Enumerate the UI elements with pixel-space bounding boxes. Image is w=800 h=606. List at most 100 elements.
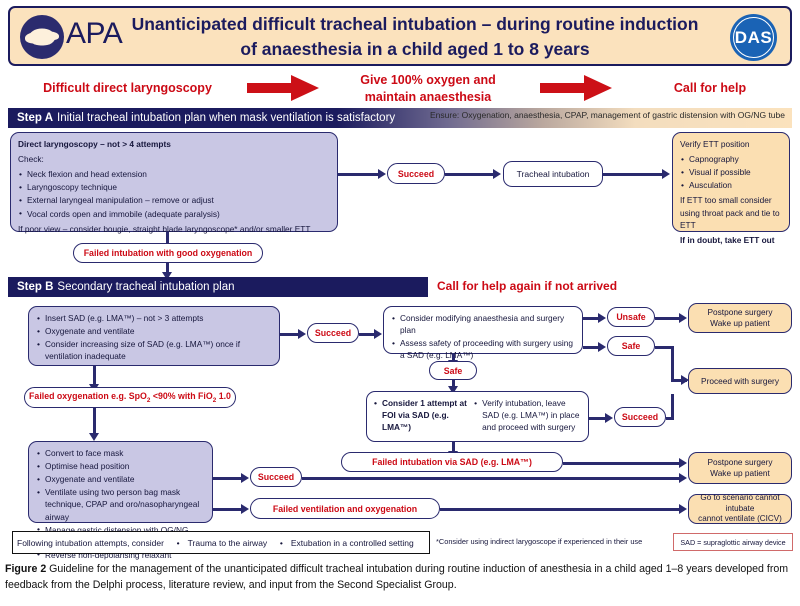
connector-fv-out [440, 508, 683, 511]
top-step-difficult-laryngoscopy: Difficult direct laryngoscopy [43, 81, 212, 95]
assess-safety-box: Consider modifying anaesthesia and surge… [383, 306, 583, 360]
list-item: Optimise head position [36, 460, 205, 473]
connector-safe-m2 [452, 380, 455, 389]
succeed-pill-b2: Succeed [614, 407, 666, 427]
connector-safe-r4 [671, 379, 687, 382]
verify-ett-note: If ETT too small consider using throat p… [680, 195, 780, 230]
arrowhead-fv-out [679, 504, 687, 514]
verify-ett-box: Verify ETT position Capnography Visual i… [672, 132, 790, 245]
step-a-ensure-note: Ensure: Oxygenation, anaesthesia, CPAP, … [430, 110, 785, 120]
laryngoscope-footnote: *Consider using indirect larygoscope if … [436, 537, 643, 546]
foi-via-sad-box: Consider 1 attempt at FOI via SAD (e.g. … [366, 391, 589, 442]
connector-foi-fail [452, 442, 455, 454]
list-item: Vocal cords open and immobile (adequate … [18, 207, 330, 220]
das-logo-text: DAS [734, 27, 773, 47]
caption-text: Guideline for the management of the unan… [5, 563, 789, 591]
red-arrow-icon-1 [247, 75, 319, 101]
foi-left-list: Consider 1 attempt at FOI via SAD (e.g. … [373, 396, 467, 434]
list-item: Capnography [680, 153, 782, 166]
direct-laryngoscopy-box: Direct laryngoscopy – not > 4 attempts C… [10, 132, 338, 234]
das-logo: DAS [730, 14, 777, 61]
list-item: External laryngeal manipulation – remove… [18, 194, 330, 207]
connector-safe-r [583, 346, 601, 349]
list-item: Verify intubation, leave SAD (e.g. LMA™)… [473, 396, 582, 433]
safe-pill-right: Safe [607, 336, 655, 356]
face-mask-box: Convert to face mask Optimise head posit… [28, 441, 213, 561]
step-a-banner: Step A Initial tracheal intubation plan … [8, 108, 792, 128]
list-item: Neck flexion and head extension [18, 168, 330, 181]
connector-foi-succeed [589, 417, 608, 420]
arrowhead-a5 [162, 272, 172, 280]
unsafe-pill: Unsafe [607, 307, 655, 327]
list-item: Convert to face mask [36, 446, 205, 459]
direct-laryngoscopy-footer: If poor view – consider bougie, straight… [18, 223, 311, 234]
cicv-box: Go to scenario cannot intubate cannot ve… [688, 493, 792, 524]
failed-oxygenation-text: Failed oxygenation e.g. SpO2 <90% with F… [29, 391, 231, 404]
give-oxygen-line1: Give 100% oxygen and [360, 73, 496, 87]
list-item: Consider increasing size of SAD (e.g. LM… [36, 338, 272, 362]
connector-safe-r2 [655, 346, 674, 349]
list-item: Insert SAD (e.g. LMA™) – not > 3 attempt… [36, 311, 272, 324]
failed-intubation-via-sad-pill: Failed intubation via SAD (e.g. LMA™) [341, 452, 563, 472]
arrowhead-safe-r [598, 342, 606, 352]
verify-ett-bold-note: If in doubt, take ETT out [680, 234, 775, 245]
arrowhead-safe-r4 [681, 375, 689, 385]
connector-a5 [166, 263, 169, 275]
postpone-line2: Wake up patient [710, 318, 770, 328]
list-item: Oxygenate and ventilate [36, 325, 272, 338]
succeed-pill-b3: Succeed [250, 467, 302, 487]
connector-b2 [359, 333, 377, 336]
check-label: Check: [18, 154, 44, 165]
tracheal-intubation-box: Tracheal intubation [503, 161, 603, 187]
strip-item-1: Trauma to the airway [187, 537, 268, 548]
failed-ventilation-pill: Failed ventilation and oxygenation [250, 498, 440, 519]
give-oxygen-line2: maintain anaesthesia [364, 89, 492, 104]
assess-safety-list: Consider modifying anaesthesia and surge… [391, 311, 575, 361]
list-item: Ausculation [680, 179, 782, 192]
connector-a1 [338, 173, 380, 176]
arrowhead-foi-succeed [605, 413, 613, 423]
connector-a3 [603, 173, 664, 176]
insert-sad-list: Insert SAD (e.g. LMA™) – not > 3 attempt… [36, 311, 272, 362]
cicv-line1: Go to scenario cannot intubate [700, 493, 780, 513]
connector-safe-r3 [671, 346, 674, 381]
connector-fm-succeed [213, 477, 244, 480]
failed-intubation-good-oxygenation-pill: Failed intubation with good oxygenation [73, 243, 263, 263]
top-step-give-oxygen: Give 100% oxygen and maintain anaesthesi… [338, 72, 518, 106]
arrowhead-b2 [374, 329, 382, 339]
arrowhead-b1 [298, 329, 306, 339]
connector-unsafe [583, 317, 601, 320]
verify-ett-list: Capnography Visual if possible Ausculati… [680, 153, 782, 192]
sad-legend: SAD = supraglottic airway device [673, 533, 793, 551]
step-a-label: Step A [17, 112, 53, 124]
connector-a2 [445, 173, 495, 176]
arrowhead-unsafe [598, 313, 606, 323]
arrowhead-fm-succeed-2 [679, 473, 687, 483]
list-item: Laryngoscopy technique [18, 181, 330, 194]
succeed-pill-b1: Succeed [307, 323, 359, 343]
apa-logo-text: APA [66, 17, 123, 50]
connector-foi-succeed-3 [671, 394, 674, 419]
strip-label: Following intubation attempts, consider [17, 537, 164, 548]
connector-failox-down [93, 408, 96, 436]
cicv-line2: cannot ventilate (CICV) [698, 514, 782, 524]
connector-fm-fail [213, 508, 244, 511]
succeed-pill-a: Succeed [387, 163, 445, 184]
connector-b1 [280, 333, 301, 336]
arrowhead-failox-down [89, 433, 99, 441]
connector-fm-succeed-2 [302, 477, 683, 480]
step-b-banner: Step B Secondary tracheal intubation pla… [8, 277, 428, 297]
list-item: Assess safety of proceeding with surgery… [391, 337, 575, 361]
list-item: Consider 1 attempt at FOI via SAD (e.g. … [373, 396, 467, 433]
arrowhead-fm-succeed [241, 473, 249, 483]
figure-caption: Figure 2 Guideline for the management of… [5, 562, 795, 594]
list-item: Oxygenate and ventilate [36, 473, 205, 486]
red-arrow-icon-2 [540, 75, 612, 101]
bullet-icon-2: • [275, 537, 283, 548]
postpone2-line2: Wake up patient [710, 468, 770, 478]
strip-item-2: Extubation in a controlled setting [290, 537, 414, 548]
header-banner: APA Unanticipated difficult tracheal int… [8, 6, 792, 66]
step-b-label: Step B [17, 281, 54, 293]
step-a-title: Initial tracheal intubation plan when ma… [57, 112, 396, 124]
